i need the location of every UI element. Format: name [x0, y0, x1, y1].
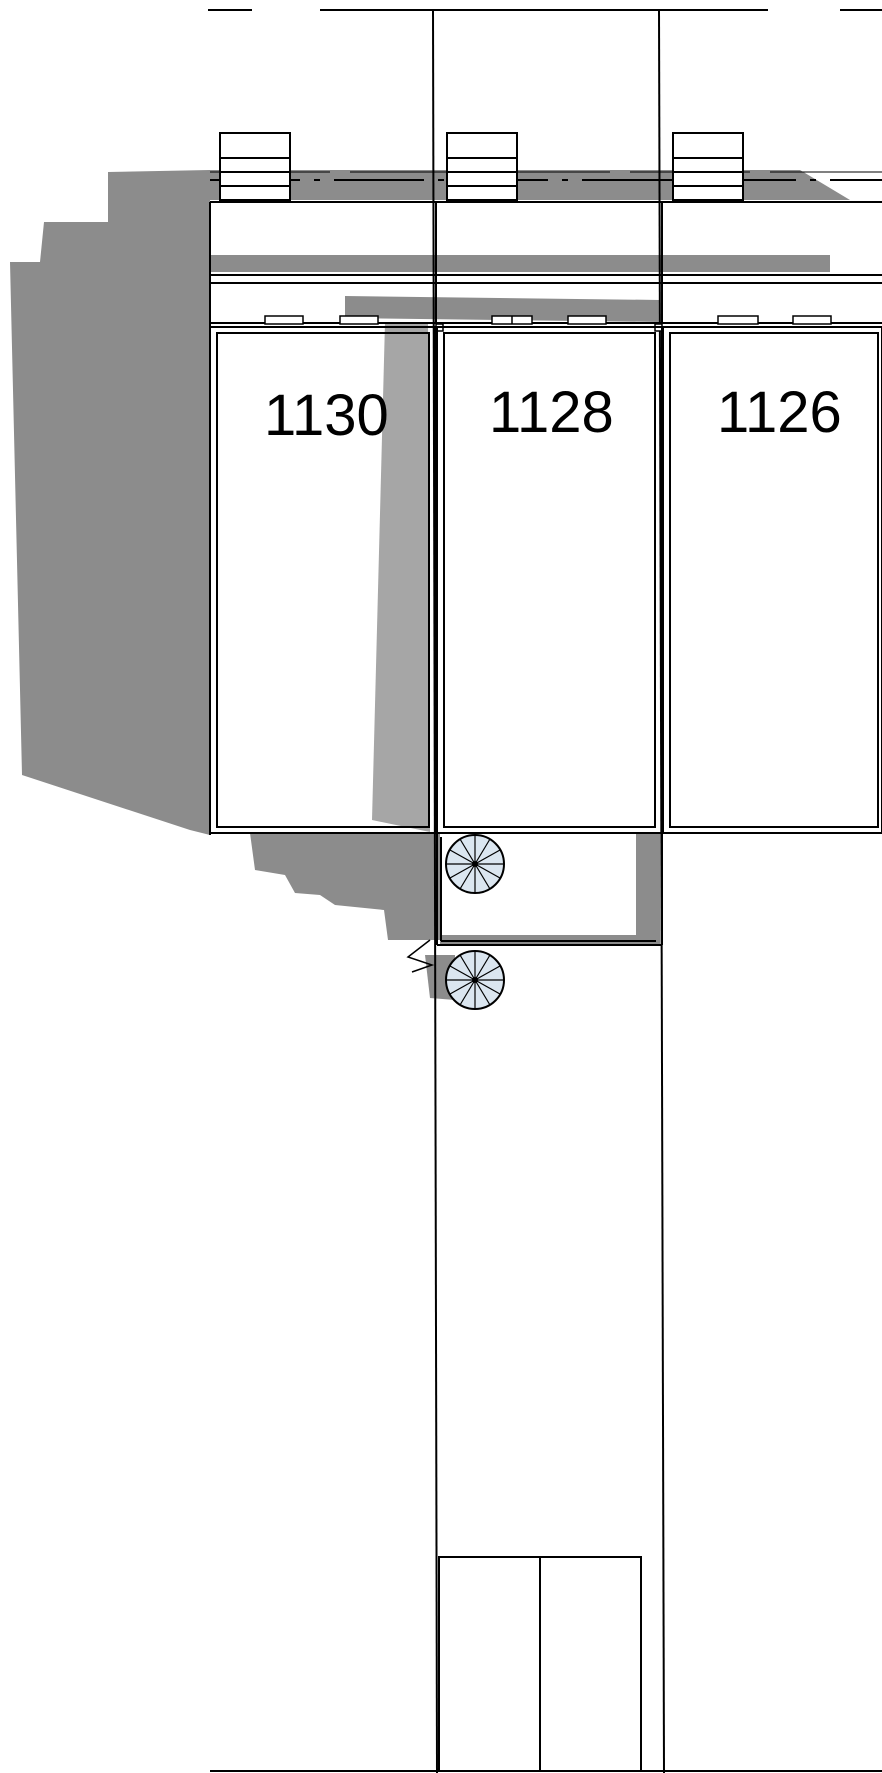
unit-labels: 1130 1128 1126: [264, 380, 842, 448]
step-group-1128: [446, 132, 518, 201]
rear-garage: [438, 1556, 642, 1772]
stair-leader: [406, 939, 435, 973]
shadow-top-band: [210, 170, 850, 200]
shadow-canopy-band: [210, 255, 830, 272]
shadow-main: [10, 170, 210, 835]
step-group-1130: [219, 132, 291, 201]
building-shadows: [10, 170, 850, 1000]
lot-line-left: [432, 9, 438, 1773]
shadow-patio-wall: [636, 833, 660, 945]
spiral-stair-icon: [445, 834, 505, 894]
unit-blocks: [209, 326, 882, 834]
front-bands: [209, 201, 882, 835]
entry-steps: [219, 132, 744, 201]
unit-block-1126: [662, 326, 882, 834]
rear-patio: [436, 833, 663, 946]
shadow-1128-wall: [372, 322, 430, 832]
unit-label-1126: 1126: [717, 380, 842, 445]
spiral-stair-icon: [445, 950, 505, 1010]
unit-label-1128: 1128: [489, 380, 614, 445]
unit-label-1130: 1130: [264, 383, 389, 448]
shadow-lower-patio: [250, 833, 440, 940]
unit-block-1130: [209, 326, 436, 834]
step-group-1126: [672, 132, 744, 201]
